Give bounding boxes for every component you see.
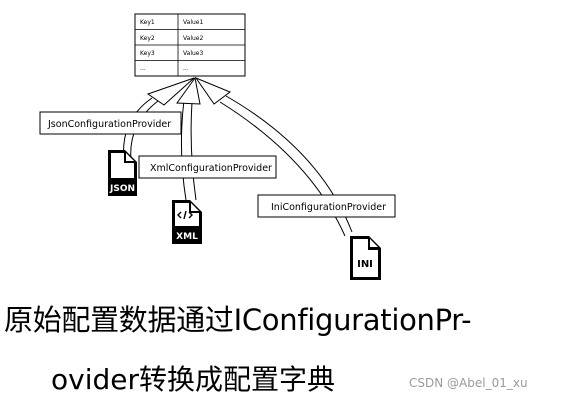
code-brackets-icon bbox=[177, 210, 193, 220]
caption-line-1: 原始配置数据通过IConfigurationPr- bbox=[4, 303, 472, 337]
conversion-arrows bbox=[123, 76, 353, 237]
caption-line-2: ovider转换成配置字典 bbox=[51, 363, 335, 396]
ini-file-label: INI bbox=[357, 259, 373, 270]
table-key-cell: Key3 bbox=[140, 50, 155, 57]
configuration-diagram: Key1 Value1 Key2 Value2 Key3 Value3 ... … bbox=[39, 13, 396, 280]
xml-file-label: XML bbox=[176, 232, 198, 242]
xml-arrow bbox=[176, 76, 201, 201]
json-provider-box: JsonConfigurationProvider bbox=[39, 111, 182, 135]
table-value-cell: Value2 bbox=[183, 35, 203, 42]
ini-file-icon: INI bbox=[350, 236, 381, 280]
table-value-cell: Value3 bbox=[183, 50, 203, 57]
xml-provider-label: XmlConfigurationProvider bbox=[150, 163, 272, 174]
json-file-icon: JSON bbox=[108, 150, 137, 196]
ini-provider-box: IniConfigurationProvider bbox=[257, 194, 396, 218]
table-key-cell: Key2 bbox=[140, 35, 155, 42]
configuration-dictionary-table: Key1 Value1 Key2 Value2 Key3 Value3 ... … bbox=[134, 13, 246, 77]
json-file-label: JSON bbox=[109, 184, 135, 194]
table-key-cell: Key1 bbox=[140, 19, 155, 26]
table-value-cell: ... bbox=[183, 65, 189, 72]
table-key-cell: ... bbox=[140, 65, 146, 72]
xml-file-icon: XML bbox=[172, 200, 202, 244]
csdn-watermark: CSDN @Abel_01_xu bbox=[409, 376, 528, 390]
table-value-cell: Value1 bbox=[183, 19, 203, 26]
json-provider-label: JsonConfigurationProvider bbox=[47, 119, 171, 130]
xml-provider-box: XmlConfigurationProvider bbox=[138, 155, 277, 179]
ini-provider-label: IniConfigurationProvider bbox=[271, 202, 386, 213]
